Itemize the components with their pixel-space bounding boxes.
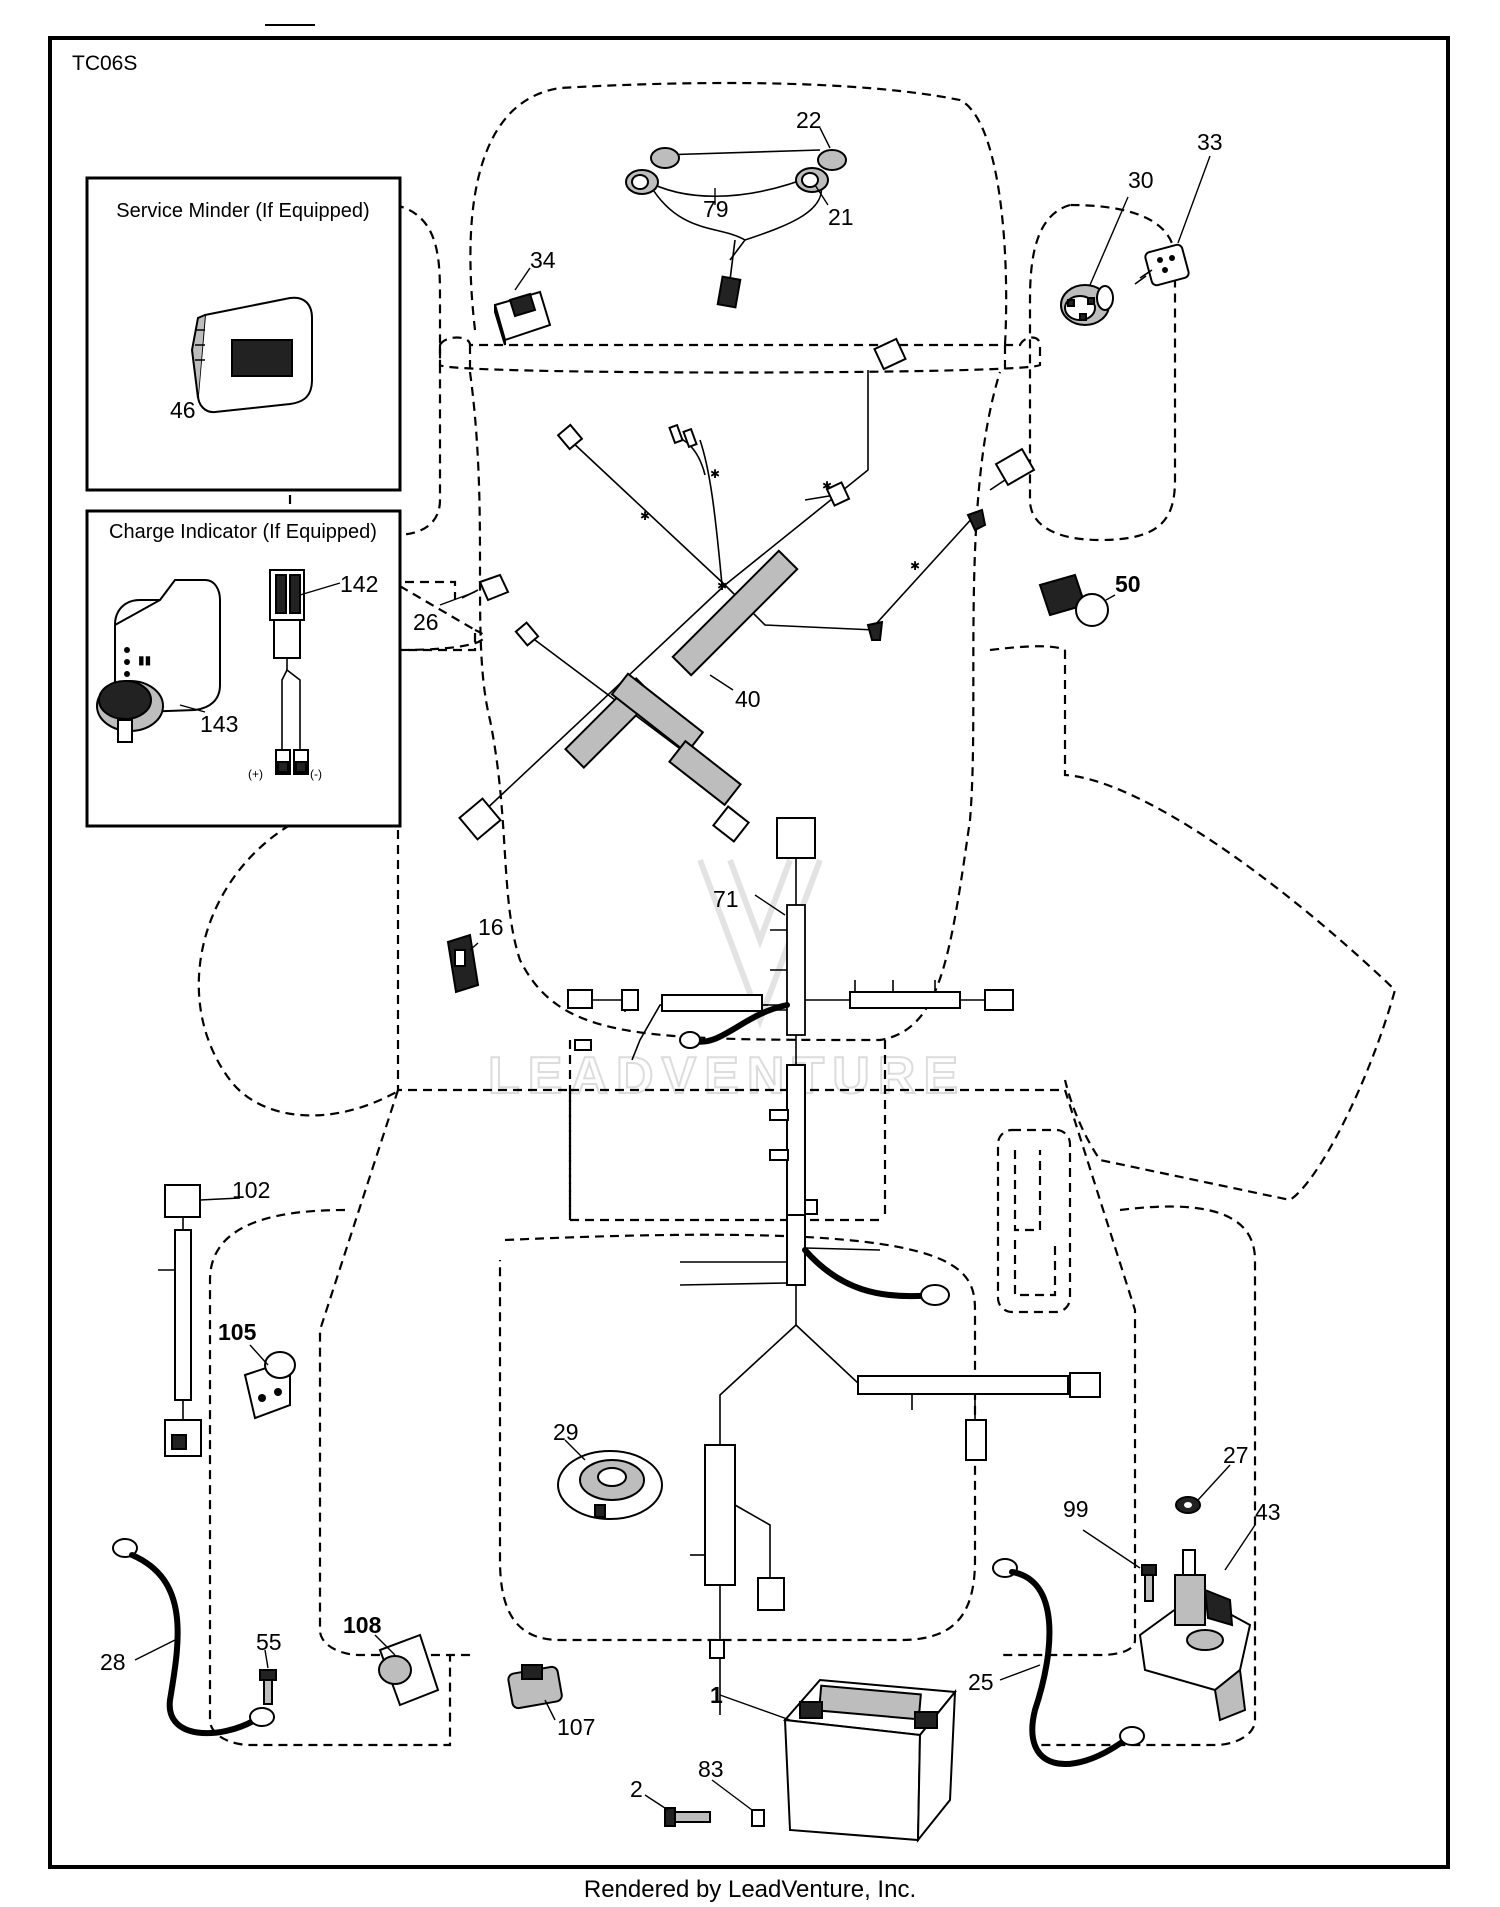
watermark: LEADVENTURE <box>487 858 966 1106</box>
solenoid-105 <box>243 1351 296 1420</box>
bolt-55 <box>259 1669 277 1705</box>
callout-33: 33 <box>1197 129 1223 155</box>
callout-22: 22 <box>796 107 822 133</box>
svg-text:✱: ✱ <box>717 579 727 593</box>
starter-solenoid-43 <box>1138 1549 1252 1722</box>
harness-102 <box>158 1184 202 1457</box>
headlight-left <box>625 147 680 195</box>
callout-83: 83 <box>698 1756 724 1782</box>
bolt-2 <box>664 1807 711 1827</box>
callout-30: 30 <box>1128 167 1154 193</box>
svg-text:✱: ✱ <box>640 509 650 523</box>
callout-34: 34 <box>530 247 556 273</box>
bolt-99 <box>1141 1564 1157 1602</box>
callout-105: 105 <box>218 1319 257 1345</box>
callout-143: 143 <box>200 711 238 737</box>
chassis-outlines <box>197 81 1397 1747</box>
horn-29 <box>557 1450 663 1520</box>
callout-55: 55 <box>256 1629 282 1655</box>
callout-2: 2 <box>630 1776 643 1802</box>
service-minder-title: Service Minder (If Equipped) <box>116 200 369 222</box>
polarity-plus: (+) <box>248 767 263 781</box>
callout-labels: 22 21 79 34 30 33 46 142 143 26 50 40 71… <box>100 107 1281 1802</box>
callout-16: 16 <box>478 914 504 940</box>
polarity-minus: (-) <box>310 767 322 781</box>
callout-28: 28 <box>100 1649 126 1675</box>
svg-text:✱: ✱ <box>822 479 832 493</box>
service-minder-box: Service Minder (If Equipped) <box>85 176 402 492</box>
callout-29: 29 <box>553 1419 579 1445</box>
charge-indicator-box: Charge Indicator (If Equipped) ▮▮ (+) (-… <box>85 509 402 828</box>
diagram-frame <box>48 36 1450 1869</box>
callout-21: 21 <box>828 204 854 230</box>
callout-25: 25 <box>968 1669 994 1695</box>
part-107 <box>507 1664 563 1710</box>
callout-50: 50 <box>1115 571 1141 597</box>
headlight-switch <box>493 290 552 346</box>
callout-107: 107 <box>557 1714 595 1740</box>
svg-text:▮▮: ▮▮ <box>138 653 151 667</box>
main-harness: ✱ ✱ ✱ ✱ ✱ <box>458 337 1036 843</box>
part-108 <box>378 1633 440 1707</box>
callout-142: 142 <box>340 571 378 597</box>
fuse-26 <box>461 573 510 602</box>
charge-indicator-gauge: ▮▮ <box>96 579 221 743</box>
callout-1: 1 <box>710 1682 723 1708</box>
headlight-harness <box>625 147 847 309</box>
charge-indicator-harness: (+) (-) <box>248 569 322 781</box>
callout-102: 102 <box>232 1177 270 1203</box>
callout-27: 27 <box>1223 1442 1249 1468</box>
nut-27 <box>1175 1496 1201 1514</box>
diagram-code: TC06S <box>72 52 137 75</box>
callout-79: 79 <box>703 196 729 222</box>
callout-46: 46 <box>170 397 196 423</box>
charge-indicator-title: Charge Indicator (If Equipped) <box>109 521 377 543</box>
callout-43: 43 <box>1255 1499 1281 1525</box>
footer-credit: Rendered by LeadVenture, Inc. <box>584 1876 916 1903</box>
svg-text:✱: ✱ <box>710 467 720 481</box>
callout-26: 26 <box>413 609 439 635</box>
pto-switch <box>1038 573 1109 627</box>
svg-text:✱: ✱ <box>910 559 920 573</box>
lower-harness <box>679 1214 1101 1715</box>
rear-harness <box>567 817 1014 1216</box>
battery <box>782 1678 957 1843</box>
ignition-switch <box>1060 284 1114 326</box>
ignition-key <box>1134 243 1190 287</box>
callout-108: 108 <box>343 1612 382 1638</box>
battery-cable-25 <box>992 1558 1145 1767</box>
headlight-right <box>795 149 847 193</box>
leader-lines <box>134 127 1256 1811</box>
callout-40: 40 <box>735 686 761 712</box>
battery-cable-28 <box>112 1538 275 1737</box>
relay-16 <box>446 933 480 994</box>
callout-71: 71 <box>713 886 739 912</box>
nut-83 <box>751 1809 765 1827</box>
watermark-text: LEADVENTURE <box>488 1047 966 1105</box>
callout-99: 99 <box>1063 1496 1089 1522</box>
service-minder-part <box>190 296 313 414</box>
